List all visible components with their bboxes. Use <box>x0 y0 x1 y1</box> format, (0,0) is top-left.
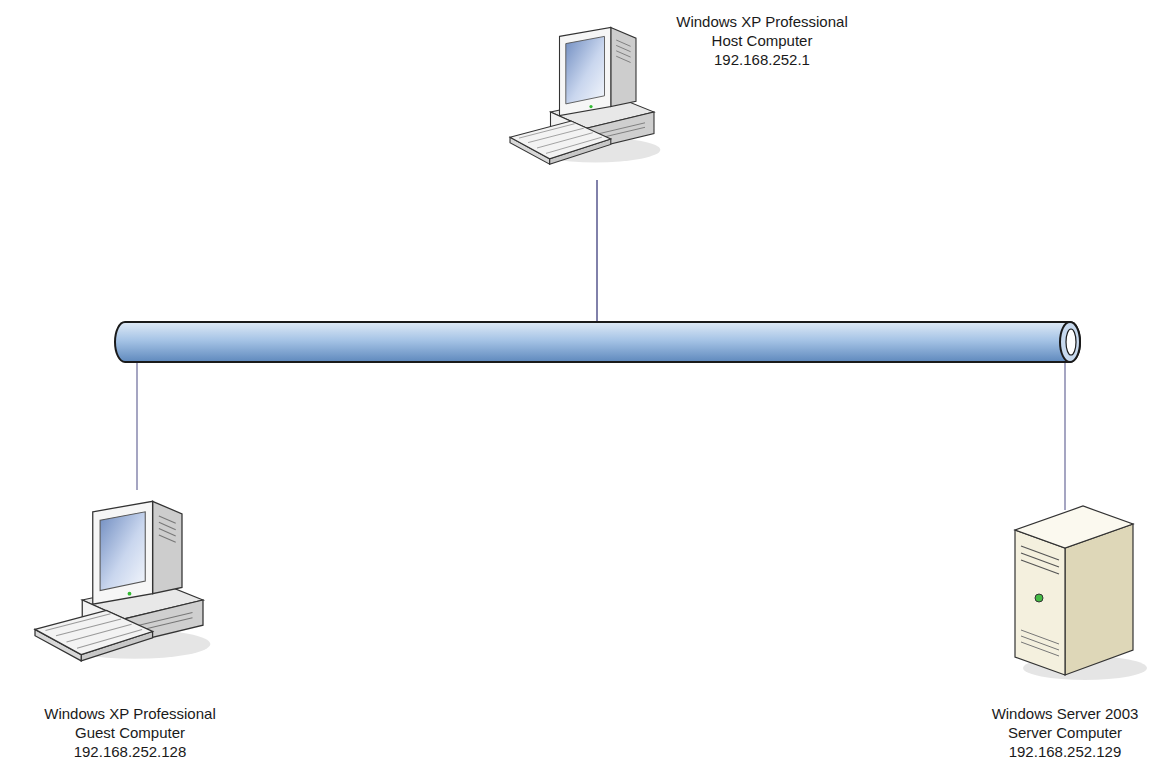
bus-opening <box>1066 329 1076 355</box>
node-label: Windows XP Professional Guest Computer 1… <box>38 704 222 761</box>
server-icon <box>1015 506 1147 680</box>
computer-node: Windows XP Professional Host Computer 19… <box>505 8 865 180</box>
computer-label: Windows Server 2003 Server Computer 192.… <box>973 704 1154 761</box>
guest-computer-icon <box>35 501 210 661</box>
computer-node: Windows Server 2003 Server Computer 192.… <box>960 510 1154 762</box>
computer-node: Windows XP Professional Guest Computer 1… <box>25 490 235 762</box>
node-label: Windows XP Professional Host Computer 19… <box>670 12 854 69</box>
bus-cylinder <box>115 322 1080 362</box>
computer-label: Windows XP Professional Guest Computer 1… <box>38 704 222 761</box>
computer-label: Windows XP Professional Host Computer 19… <box>670 12 854 69</box>
bus-end <box>1060 322 1080 362</box>
node-label: Windows Server 2003 Server Computer 192.… <box>973 704 1154 761</box>
host-computer-icon <box>510 27 660 164</box>
